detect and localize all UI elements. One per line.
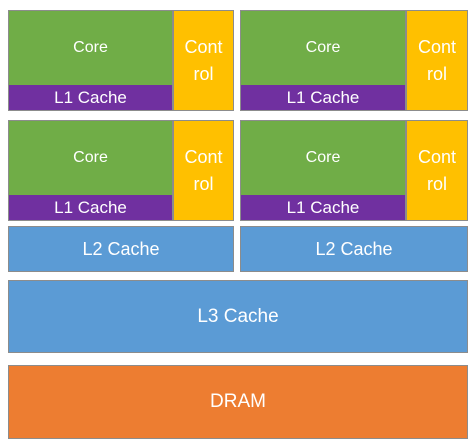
control-label: Control bbox=[417, 36, 457, 84]
control-label: Control bbox=[184, 146, 223, 194]
l2-cache-label: L2 Cache bbox=[315, 238, 393, 259]
control-label: Control bbox=[184, 36, 223, 84]
dram-label: DRAM bbox=[210, 391, 266, 412]
dram-block: DRAM bbox=[8, 365, 468, 439]
core-label: Core bbox=[73, 149, 108, 166]
core-block: Core bbox=[8, 120, 173, 195]
l1-cache-block: L1 Cache bbox=[240, 85, 406, 111]
l1-cache-block: L1 Cache bbox=[240, 195, 406, 221]
l1-cache-block: L1 Cache bbox=[8, 195, 173, 221]
core-label: Core bbox=[305, 149, 341, 166]
control-block: Control bbox=[406, 10, 468, 111]
control-block: Control bbox=[173, 120, 234, 221]
l3-cache-label: L3 Cache bbox=[197, 305, 279, 327]
control-label: Control bbox=[417, 146, 457, 194]
control-block: Control bbox=[173, 10, 234, 111]
core-block: Core bbox=[240, 120, 406, 195]
core-label: Core bbox=[305, 39, 341, 56]
l2-cache-block: L2 Cache bbox=[240, 226, 468, 272]
l1-cache-label: L1 Cache bbox=[286, 87, 360, 107]
l2-cache-block: L2 Cache bbox=[8, 226, 234, 272]
control-block: Control bbox=[406, 120, 468, 221]
core-block: Core bbox=[240, 10, 406, 85]
l2-cache-label: L2 Cache bbox=[82, 238, 160, 259]
l3-cache-block: L3 Cache bbox=[8, 280, 468, 353]
l1-cache-block: L1 Cache bbox=[8, 85, 173, 111]
core-label: Core bbox=[73, 39, 108, 56]
l1-cache-label: L1 Cache bbox=[54, 197, 127, 217]
l1-cache-label: L1 Cache bbox=[286, 197, 360, 217]
core-block: Core bbox=[8, 10, 173, 85]
l1-cache-label: L1 Cache bbox=[54, 87, 127, 107]
